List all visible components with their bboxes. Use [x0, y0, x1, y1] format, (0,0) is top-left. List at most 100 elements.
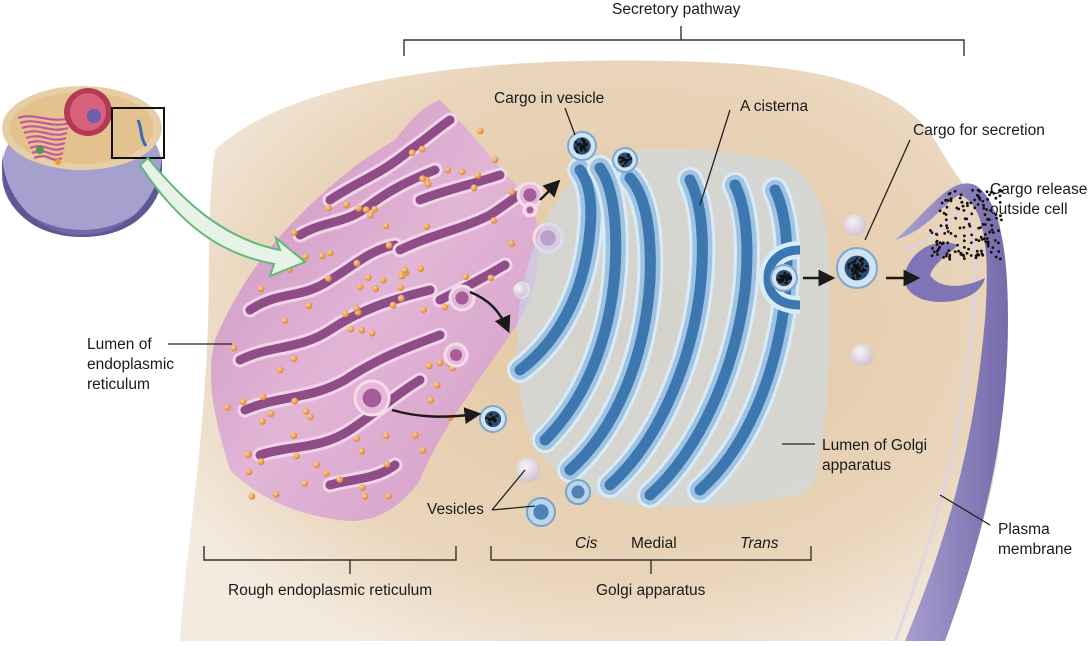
ribosome [420, 306, 427, 313]
secretory-vesicle-cargo [864, 269, 867, 272]
secretory-vesicle-cargo [858, 274, 862, 278]
ribosome [508, 188, 516, 196]
released-cargo-dot [997, 250, 1001, 253]
released-cargo-dot [999, 189, 1003, 193]
released-cargo-dot [987, 218, 991, 222]
secretory-vesicle-cargo [855, 257, 859, 260]
cargo-vesicle-cargo [621, 164, 625, 168]
released-cargo-dot [998, 201, 1002, 204]
er-vesicle-lumen [455, 291, 469, 305]
er-channel-lumen [295, 165, 440, 240]
rough-er [210, 100, 539, 521]
cargo-vesicle-cargo [574, 146, 577, 150]
ribosome [382, 222, 390, 230]
inset-er-fold [23, 130, 68, 136]
released-cargo-dot [929, 229, 932, 232]
ribosome [368, 329, 376, 337]
er-channel-lumen [240, 330, 445, 415]
released-cargo-dot [973, 198, 976, 202]
released-cargo-dot [988, 230, 992, 234]
ribosome [343, 201, 350, 209]
label-golgi-apparatus: Golgi apparatus [596, 582, 706, 599]
released-cargo-dot [931, 246, 934, 250]
released-cargo-dot [947, 249, 951, 252]
inset-cell-illustration [2, 86, 165, 237]
released-cargo-dot [967, 222, 971, 226]
released-cargo-dot [990, 224, 994, 227]
secretory-vesicle-cargo [853, 260, 856, 264]
ribosome [353, 259, 361, 267]
brackets [203, 26, 965, 574]
secretory-vesicle-cargo [861, 269, 865, 273]
released-cargo-dot [948, 255, 951, 259]
released-cargo [929, 188, 1003, 261]
released-cargo-dot [986, 244, 990, 248]
secretory-vesicle-cargo [855, 272, 859, 275]
ribosome [272, 491, 280, 498]
released-cargo-dot [978, 190, 982, 193]
ribosome [372, 285, 380, 293]
released-cargo-dot [948, 191, 952, 195]
ribosome [401, 266, 409, 274]
released-cargo-dot [962, 209, 966, 212]
released-cargo-dot [992, 191, 996, 195]
released-cargo-dot [962, 239, 966, 243]
cargo-vesicle-cargo [488, 421, 492, 425]
ribosome [458, 168, 466, 176]
ribosome [487, 274, 495, 282]
secretory-vesicle-cargo [856, 277, 859, 280]
released-cargo-dot [953, 189, 957, 193]
ribosome [325, 204, 332, 212]
ribosome [248, 493, 256, 500]
ribosome [424, 180, 432, 188]
released-cargo-dot [940, 201, 944, 205]
zoom-arrow [138, 156, 307, 278]
ribosome [291, 397, 299, 405]
released-cargo-dot [963, 217, 967, 221]
inset-er-fold [33, 155, 63, 161]
transport-arrows [391, 179, 921, 424]
released-cargo-dot [979, 235, 983, 239]
secretory-vesicle-cargo [865, 264, 868, 268]
released-cargo-dot [959, 193, 963, 197]
label-lumen-golgi: Lumen of Golgi apparatus [822, 437, 928, 474]
released-cargo-dot [956, 243, 959, 247]
secretory-vesicle-cargo [854, 265, 858, 269]
released-cargo-dot [953, 250, 957, 254]
released-cargo-dot [990, 228, 994, 232]
secretory-vesicle-cargo [853, 271, 856, 275]
ribosome [476, 127, 484, 135]
released-cargo-dot [935, 243, 939, 246]
golgi-apparatus [507, 148, 830, 508]
released-cargo-dot [980, 238, 984, 241]
released-cargo-dot [998, 194, 1002, 198]
secretory-vesicle-cargo [857, 267, 860, 270]
label-a-cisterna: A cisterna [740, 98, 809, 115]
released-cargo-dot [930, 254, 934, 257]
ribosome [302, 407, 310, 415]
ribosome [318, 252, 326, 260]
released-cargo-dot [985, 190, 989, 194]
ribosome [353, 305, 360, 312]
ribosome [336, 476, 344, 483]
released-cargo-dot [940, 242, 944, 246]
released-cargo-dot [954, 216, 958, 220]
ribosome [412, 431, 419, 439]
ribosome [259, 418, 266, 425]
ribosome [324, 275, 332, 282]
released-cargo-dot [970, 241, 973, 245]
free-vesicle [513, 283, 527, 297]
cargo-vesicle-cargo [626, 154, 630, 158]
released-cargo-dot [980, 249, 983, 253]
released-cargo-dot [986, 240, 990, 244]
ribosome [470, 184, 478, 192]
er-vesicle-lumen [526, 206, 534, 214]
leader-lines [168, 107, 991, 526]
inset-er-fold [29, 145, 65, 151]
label-cargo-in-vesicle: Cargo in vesicle [494, 90, 605, 107]
ribosome [306, 413, 314, 421]
free-vesicles [513, 214, 873, 527]
plasma-membrane [895, 183, 1008, 642]
cargo-vesicle-cargo [489, 418, 493, 421]
released-cargo-dot [948, 253, 952, 257]
